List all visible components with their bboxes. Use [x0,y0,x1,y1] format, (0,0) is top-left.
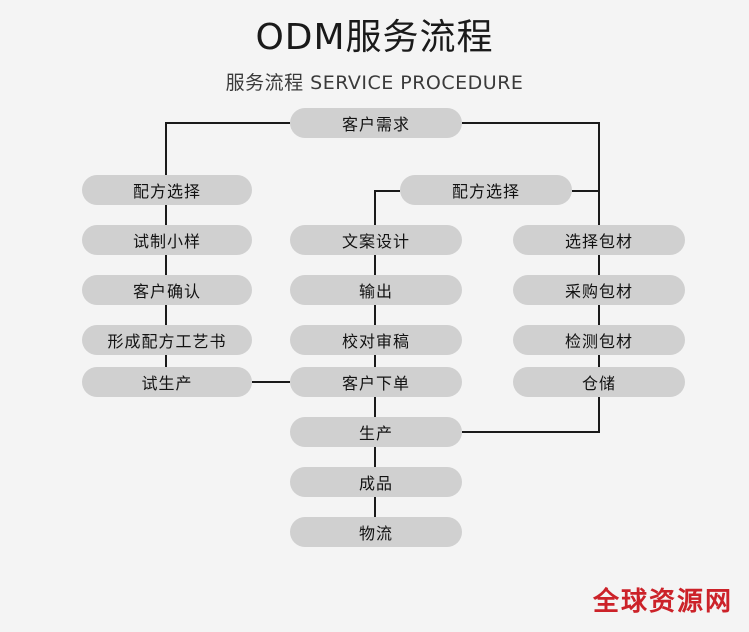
node-customer-requirement[interactable]: 客户需求 [290,108,462,138]
node-warehousing[interactable]: 仓储 [513,367,685,397]
node-customer-confirmation[interactable]: 客户确认 [82,275,252,305]
node-finished-goods[interactable]: 成品 [290,467,462,497]
node-formula-process-document[interactable]: 形成配方工艺书 [82,325,252,355]
node-proofreading-review[interactable]: 校对审稿 [290,325,462,355]
node-formula-selection-left[interactable]: 配方选择 [82,175,252,205]
node-trial-sample[interactable]: 试制小样 [82,225,252,255]
node-select-packaging[interactable]: 选择包材 [513,225,685,255]
node-inspect-packaging[interactable]: 检测包材 [513,325,685,355]
page-title: ODM服务流程 [255,17,494,58]
node-production[interactable]: 生产 [290,417,462,447]
node-output[interactable]: 输出 [290,275,462,305]
node-logistics[interactable]: 物流 [290,517,462,547]
node-customer-order[interactable]: 客户下单 [290,367,462,397]
node-copywriting-design[interactable]: 文案设计 [290,225,462,255]
node-formula-selection-middle[interactable]: 配方选择 [400,175,572,205]
page-subtitle: 服务流程 SERVICE PROCEDURE [225,72,524,94]
node-purchase-packaging[interactable]: 采购包材 [513,275,685,305]
watermark: 全球资源网 [592,587,733,617]
node-trial-production[interactable]: 试生产 [82,367,252,397]
